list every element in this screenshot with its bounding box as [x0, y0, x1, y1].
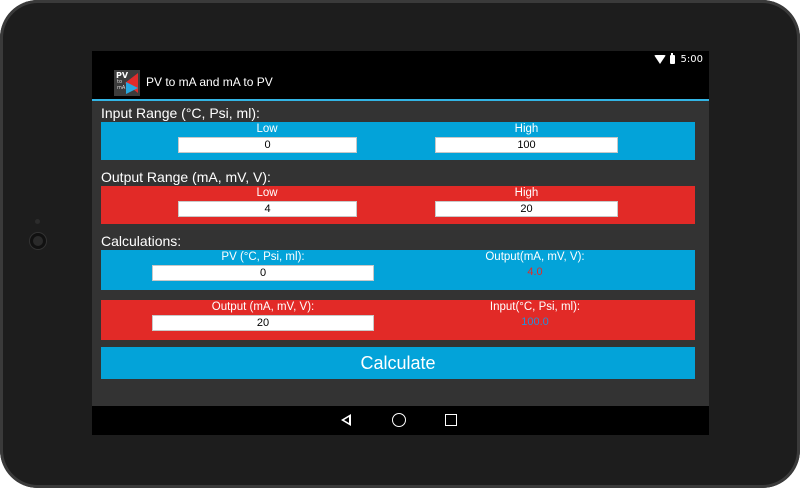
output-low-field[interactable]: 4 — [178, 201, 357, 217]
main-content: Input Range (°C, Psi, ml): Low 0 High 10… — [92, 101, 709, 406]
front-camera — [30, 233, 46, 249]
output-result-label: Output(mA, mV, V): — [485, 251, 585, 263]
input-low-field[interactable]: 0 — [178, 137, 357, 153]
navigation-bar — [92, 406, 709, 435]
app-icon[interactable]: PV to mA — [114, 70, 140, 96]
recents-icon[interactable] — [445, 414, 457, 426]
output-range-panel: Low 4 High 20 — [101, 186, 695, 224]
status-time: 5:00 — [680, 53, 703, 65]
light-sensor — [35, 219, 40, 224]
output-result-value: 4.0 — [527, 266, 543, 278]
action-bar: PV to mA PV to mA and mA to PV — [92, 67, 709, 101]
output-to-input-panel: Output (mA, mV, V): 20 Input(°C, Psi, ml… — [101, 300, 695, 340]
input-range-panel: Low 0 High 100 — [101, 122, 695, 160]
pv-to-output-panel: PV (°C, Psi, ml): 0 Output(mA, mV, V): 4… — [101, 250, 695, 290]
pv-label: PV (°C, Psi, ml): — [221, 251, 305, 263]
input-high-field[interactable]: 100 — [435, 137, 618, 153]
pv-field[interactable]: 0 — [152, 265, 374, 281]
calculate-button[interactable]: Calculate — [101, 347, 695, 379]
input-result-value: 100.0 — [521, 316, 549, 328]
output-field[interactable]: 20 — [152, 315, 374, 331]
output-label: Output (mA, mV, V): — [211, 301, 315, 313]
input-low-label: Low — [256, 123, 278, 135]
output-high-label: High — [514, 187, 539, 199]
app-icon-text: PV — [116, 71, 129, 80]
output-low-label: Low — [256, 187, 278, 199]
arrow-right-icon — [126, 82, 138, 94]
input-result-label: Input(°C, Psi, ml): — [489, 301, 581, 313]
calculations-label: Calculations: — [101, 233, 182, 249]
wifi-icon — [653, 54, 666, 64]
back-icon[interactable] — [341, 414, 351, 426]
home-icon[interactable] — [392, 413, 406, 427]
app-icon-text: mA — [117, 85, 126, 91]
screen: 5:00 PV to mA PV to mA and mA to PV Inpu… — [92, 51, 709, 435]
input-range-label: Input Range (°C, Psi, ml): — [101, 105, 260, 121]
input-high-label: High — [514, 123, 539, 135]
app-title: PV to mA and mA to PV — [146, 75, 273, 89]
output-range-label: Output Range (mA, mV, V): — [101, 169, 271, 185]
app-icon-text: to — [117, 79, 123, 85]
battery-icon — [669, 52, 675, 64]
output-high-field[interactable]: 20 — [435, 201, 618, 217]
status-bar: 5:00 — [92, 51, 709, 67]
